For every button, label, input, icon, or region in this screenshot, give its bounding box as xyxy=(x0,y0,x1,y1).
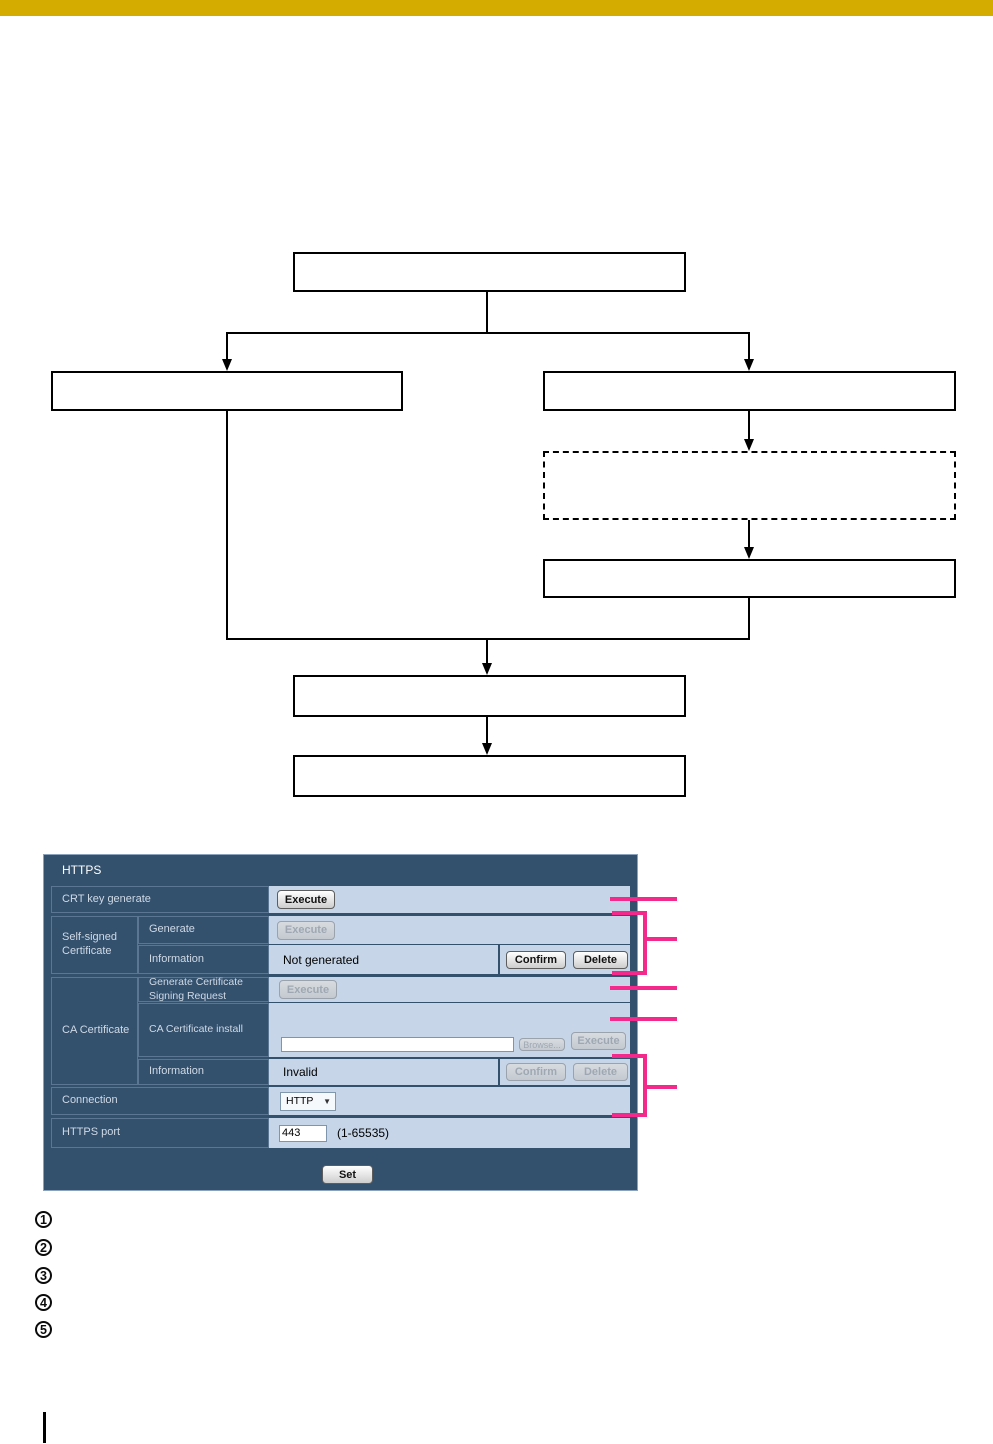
callout-line-3 xyxy=(610,986,677,990)
flowchart-box-right xyxy=(543,371,956,411)
panel-title: HTTPS xyxy=(62,863,102,877)
self-signed-status-text: Not generated xyxy=(283,952,360,967)
flowchart-connector xyxy=(226,332,228,360)
crt-key-generate-label: CRT key generate xyxy=(51,886,269,913)
callout-line-1 xyxy=(610,897,677,901)
self-signed-generate-cell: Execute xyxy=(269,916,630,944)
callout-bracket-2-bottom xyxy=(612,971,647,975)
connection-select[interactable]: HTTP ▼ xyxy=(280,1091,336,1111)
callout-bracket-5-bottom xyxy=(612,1113,647,1117)
ca-install-execute-button[interactable]: Execute xyxy=(571,1032,626,1050)
list-number-4: 4 xyxy=(35,1294,52,1311)
list-number-5: 5 xyxy=(35,1321,52,1338)
ca-install-cell: Browse... Execute xyxy=(269,1003,630,1057)
flowchart-arrowhead xyxy=(744,359,754,371)
flowchart-connector xyxy=(486,717,488,744)
ca-csr-execute-button[interactable]: Execute xyxy=(279,980,337,999)
ca-information-buttons: Confirm Delete xyxy=(500,1059,630,1085)
flowchart-connector xyxy=(486,292,488,334)
chevron-down-icon: ▼ xyxy=(323,1096,331,1106)
flowchart-connector xyxy=(226,638,750,640)
ca-certificate-label: CA Certificate xyxy=(51,977,138,1085)
flowchart-connector xyxy=(226,332,750,334)
top-accent-bar xyxy=(0,0,993,16)
flowchart-connector xyxy=(748,520,750,548)
callout-bracket-2-stem xyxy=(643,911,647,975)
self-signed-execute-button[interactable]: Execute xyxy=(277,920,335,940)
ca-status-text: Invalid xyxy=(283,1065,318,1079)
ca-install-label: CA Certificate install xyxy=(138,1003,269,1057)
https-settings-panel: HTTPS CRT key generate Execute Self-sign… xyxy=(43,854,638,1191)
crt-execute-button[interactable]: Execute xyxy=(277,890,335,909)
ca-information-label: Information xyxy=(138,1059,269,1085)
connection-label: Connection xyxy=(51,1087,269,1115)
callout-bracket-2-top xyxy=(612,911,647,915)
flowchart-arrowhead xyxy=(482,663,492,675)
flowchart-box-right-lower xyxy=(543,559,956,598)
ca-csr-label: Generate Certificate Signing Request xyxy=(138,976,269,1002)
https-port-label: HTTPS port xyxy=(51,1118,269,1148)
self-signed-delete-button[interactable]: Delete xyxy=(573,950,628,969)
flowchart-arrowhead xyxy=(744,547,754,559)
ca-information-value: Invalid xyxy=(269,1059,498,1085)
ca-delete-button[interactable]: Delete xyxy=(573,1063,628,1081)
set-button[interactable]: Set xyxy=(322,1165,373,1184)
ca-install-file-input[interactable] xyxy=(281,1037,514,1052)
connection-cell: HTTP ▼ xyxy=(269,1087,630,1115)
callout-bracket-5-stem xyxy=(643,1054,647,1117)
flowchart-box-bottom-2 xyxy=(293,755,686,797)
callout-bracket-5-top xyxy=(612,1054,647,1058)
flowchart-arrowhead xyxy=(222,359,232,371)
crt-key-generate-cell: Execute xyxy=(269,886,630,913)
flowchart-connector xyxy=(748,598,750,640)
list-number-1: 1 xyxy=(35,1211,52,1228)
flowchart-box-bottom-1 xyxy=(293,675,686,717)
https-port-input[interactable] xyxy=(279,1124,327,1142)
ca-confirm-button[interactable]: Confirm xyxy=(506,1063,566,1081)
flowchart-box-left xyxy=(51,371,403,411)
footer-divider-bar xyxy=(43,1412,46,1443)
self-signed-certificate-label: Self-signed Certificate xyxy=(51,916,138,974)
self-signed-generate-label: Generate xyxy=(138,916,269,944)
callout-bracket-5-lead xyxy=(647,1085,677,1089)
flowchart-connector xyxy=(748,332,750,360)
callout-bracket-2-lead xyxy=(647,937,677,941)
flowchart-connector xyxy=(226,411,228,640)
callout-line-4 xyxy=(610,1017,677,1021)
self-signed-information-label: Information xyxy=(138,945,269,974)
self-signed-confirm-button[interactable]: Confirm xyxy=(506,950,566,969)
self-signed-information-value: Not generated xyxy=(269,945,498,974)
self-signed-information-buttons: Confirm Delete xyxy=(500,945,630,974)
connection-selected-value: HTTP xyxy=(286,1095,314,1107)
list-number-3: 3 xyxy=(35,1267,52,1284)
https-port-cell: (1-65535) xyxy=(269,1118,630,1148)
https-port-range-hint: (1-65535) xyxy=(337,1126,390,1140)
list-number-2: 2 xyxy=(35,1239,52,1256)
browse-button[interactable]: Browse... xyxy=(519,1038,565,1051)
flowchart-arrowhead xyxy=(482,743,492,755)
ca-csr-cell: Execute xyxy=(269,977,630,1002)
flowchart-connector xyxy=(486,638,488,664)
flowchart-connector xyxy=(748,411,750,440)
flowchart-arrowhead xyxy=(744,439,754,451)
flowchart-box-top xyxy=(293,252,686,292)
flowchart-box-dashed xyxy=(543,451,956,520)
